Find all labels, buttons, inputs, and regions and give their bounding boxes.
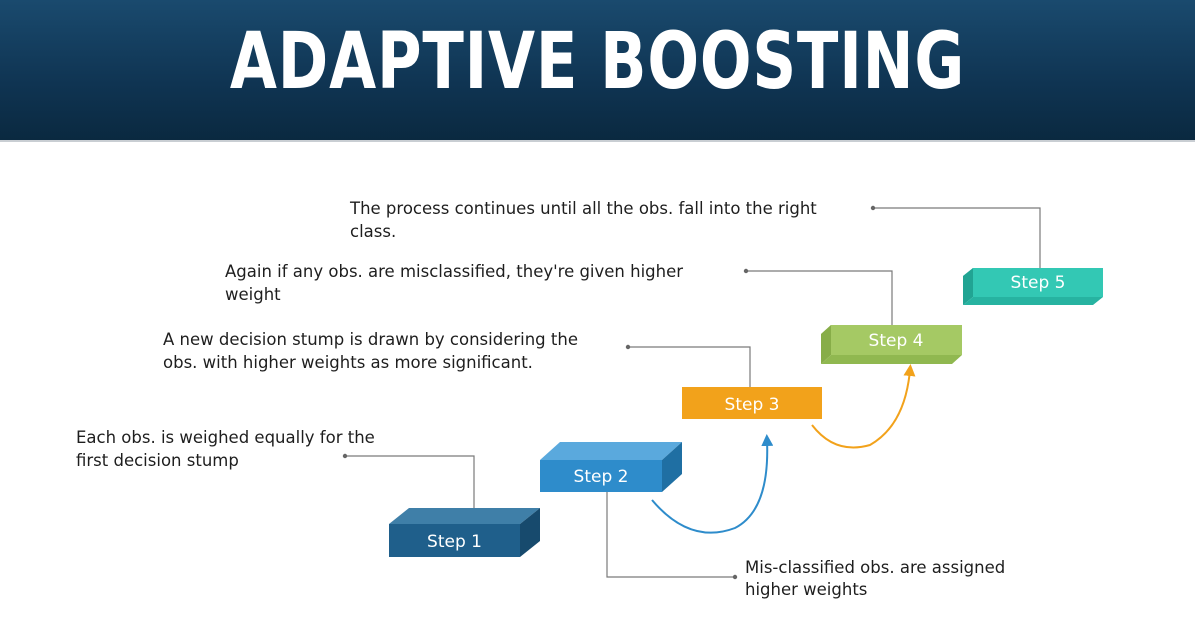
note-step3: A new decision stump is drawn by conside…: [163, 330, 578, 372]
curved-arrow-orange: [811, 364, 916, 449]
note-step5: The process continues until all the obs.…: [349, 199, 817, 241]
connector-step2: [606, 492, 738, 580]
note-step2-line1: Mis-classified obs. are assigned: [745, 558, 1005, 577]
note-step2-line2: higher weights: [745, 580, 867, 599]
note-step3-line1: A new decision stump is drawn by conside…: [163, 330, 578, 349]
step-3-block: Step 3: [682, 387, 822, 419]
step-4-label: Step 4: [869, 331, 924, 351]
step-2-label: Step 2: [574, 467, 629, 487]
note-step4-line1: Again if any obs. are misclassified, the…: [225, 262, 683, 281]
title-banner: ADAPTIVE BOOSTING: [0, 0, 1195, 142]
curved-arrow-blue: [651, 434, 774, 534]
note-step1: Each obs. is weighed equally for the fir…: [76, 428, 375, 470]
step-4-block: Step 4: [821, 325, 962, 364]
note-step5-line1: The process continues until all the obs.…: [349, 199, 817, 218]
connector-step1: [342, 453, 475, 508]
connector-step5: [870, 205, 1041, 268]
step-2-block: Step 2: [540, 442, 682, 492]
note-step4-line2: weight: [225, 285, 281, 304]
step-1-block: Step 1: [389, 508, 540, 557]
step-1-label: Step 1: [427, 532, 482, 552]
step-5-block: Step 5: [963, 268, 1103, 305]
connector-step4: [743, 268, 893, 325]
note-step1-line2: first decision stump: [76, 451, 239, 470]
step-5-label: Step 5: [1011, 273, 1066, 293]
diagram-title: ADAPTIVE BOOSTING: [229, 17, 966, 107]
note-step5-line2: class.: [350, 222, 396, 241]
note-step1-line1: Each obs. is weighed equally for the: [76, 428, 375, 447]
note-step4: Again if any obs. are misclassified, the…: [225, 262, 683, 304]
connector-step3: [625, 344, 751, 387]
note-step2: Mis-classified obs. are assigned higher …: [745, 558, 1005, 599]
step-3-label: Step 3: [725, 395, 780, 415]
note-step3-line2: obs. with higher weights as more signifi…: [163, 353, 533, 372]
